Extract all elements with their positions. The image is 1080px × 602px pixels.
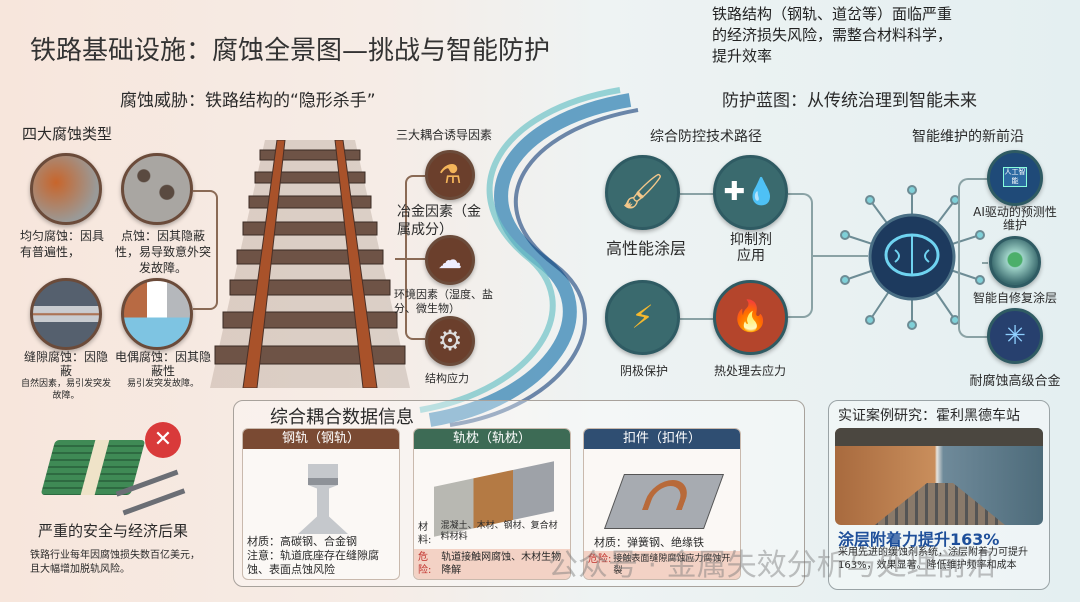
ai-chip-icon: 人工智能 bbox=[987, 150, 1043, 206]
right-subtitle: 防护蓝图：从传统治理到智能未来 bbox=[722, 91, 977, 111]
card-header: 钢轨（钢轨） bbox=[243, 429, 399, 449]
danger-label: 危险: bbox=[588, 554, 612, 565]
swirl-divider bbox=[419, 87, 639, 427]
gear-icon: ⚙ bbox=[425, 316, 475, 366]
type-label: 缝隙腐蚀：因隐蔽 自然因素，易引发突发故障。 bbox=[20, 350, 112, 402]
card-info: 材质：弹簧钢、绝缘铁 危险:接触表面缝隙腐蚀应力腐蚀开裂 bbox=[584, 534, 740, 579]
types-title: 四大腐蚀类型 bbox=[22, 125, 113, 143]
page-title: 铁路基础设施：腐蚀全景图—挑战与智能防护 bbox=[30, 36, 551, 66]
watermark: 公众号 · 金属失效分析与处理前沿 bbox=[548, 548, 997, 583]
connector bbox=[813, 255, 868, 257]
frontier-label: AI驱动的预测性维护 bbox=[973, 205, 1057, 232]
galvanic-corrosion-image bbox=[121, 278, 193, 350]
factor-label: 环境因素（湿度、盐分、微生物） bbox=[394, 288, 493, 315]
tech-title: 综合防控技术路径 bbox=[650, 129, 762, 145]
ai-chip-text: 人工智能 bbox=[1003, 167, 1027, 187]
type-label-sub: 自然因素，易引发突发故障。 bbox=[20, 379, 111, 401]
factors-title: 三大耦合诱导因素 bbox=[396, 128, 493, 142]
danger-label: 危险: bbox=[418, 552, 432, 576]
case-study-title: 实证案例研究：霍利黑德车站 bbox=[838, 408, 1020, 424]
connector bbox=[680, 318, 715, 320]
flask-icon: ⚗ bbox=[425, 150, 475, 200]
case-text: 采用先进的缓蚀剂系统，涂层附着力可提升163%，效果显著。降低维护频率和成本 bbox=[838, 547, 1028, 571]
pitting-corrosion-image bbox=[121, 153, 193, 225]
furnace-fire-icon: 🔥 bbox=[713, 280, 788, 355]
top-note-line: 提升效率 bbox=[712, 47, 773, 65]
danger-row: 危险: 轨道接触网腐蚀、木材生物降解 bbox=[414, 549, 570, 579]
tech-label: 阴极保护 bbox=[620, 364, 669, 378]
danger-text: 轨道接触网腐蚀、木材生物降解 bbox=[441, 552, 562, 576]
factor-label: 结构应力 bbox=[425, 372, 469, 385]
frontier-title: 智能维护的新前沿 bbox=[912, 129, 1024, 145]
rusty-rail-track-image bbox=[210, 140, 410, 388]
type-label: 均匀腐蚀：因具有普遍性， bbox=[20, 229, 105, 259]
consequence-title: 严重的安全与经济后果 bbox=[38, 522, 189, 540]
connector bbox=[958, 178, 988, 338]
connector bbox=[788, 193, 813, 318]
fastener-card: 扣件（扣件） 材质：弹簧钢、绝缘铁 危险:接触表面缝隙腐蚀应力腐蚀开裂 bbox=[583, 428, 741, 580]
card-info: 材质：高碳钢、合金钢 注意：轨道底座存在缝隙腐蚀、表面点蚀风险 bbox=[243, 533, 399, 579]
top-note: 铁路结构（钢轨、道岔等）面临严重 的经济损失风险，需整合材料科学， 提升效率 bbox=[712, 4, 952, 67]
type-label: 电偶腐蚀：因其隐蔽性 易引发突发故障。 bbox=[113, 350, 213, 390]
fastener-image bbox=[603, 474, 725, 529]
data-panel-title: 综合耦合数据信息 bbox=[270, 407, 414, 428]
money-band bbox=[80, 440, 110, 495]
tech-label: 高性能涂层 bbox=[606, 239, 687, 258]
connector bbox=[395, 258, 425, 260]
rain-cloud-icon: ☁ bbox=[425, 235, 475, 285]
consequence-text: 铁路行业每年因腐蚀损失数百亿美元，且大幅增加脱轨风险。 bbox=[30, 550, 200, 575]
frontier-label: 智能自修复涂层 bbox=[972, 291, 1057, 305]
type-label: 点蚀：因其隐蔽性，易导致意外突发故障。 bbox=[114, 229, 211, 275]
case-headline: 涂层附着力提升163% bbox=[838, 530, 1000, 549]
card-info: 材料: 混凝土、木材、钢材、复合材料材料 危险: 轨道接触网腐蚀、木材生物降解 bbox=[414, 519, 570, 579]
ai-brain-network-icon bbox=[840, 185, 985, 330]
connector bbox=[982, 262, 988, 264]
connector bbox=[193, 190, 218, 310]
sleeper-card: 轨枕（轨枕） 材料: 混凝土、木材、钢材、复合材料材料 危险: 轨道接触网腐蚀、木材… bbox=[413, 428, 571, 580]
crevice-corrosion-image bbox=[30, 278, 102, 350]
rail-image bbox=[298, 464, 348, 534]
inhibitor-bottle-icon: ✚💧 bbox=[713, 155, 788, 230]
material-text: 材质：高碳钢、合金钢 bbox=[247, 535, 357, 548]
material-label: 材料: bbox=[418, 522, 432, 546]
paint-brush-icon: 🖌 bbox=[605, 155, 680, 230]
top-note-line: 的经济损失风险，需整合材料科学， bbox=[712, 26, 953, 44]
card-header: 轨枕（轨枕） bbox=[414, 429, 570, 449]
top-note-line: 铁路结构（钢轨、道岔等）面临严重 bbox=[712, 5, 953, 23]
material-row: 材料: 混凝土、木材、钢材、复合材料材料 bbox=[414, 519, 570, 549]
note-text: 注意：轨道底座存在缝隙腐蚀、表面点蚀风险 bbox=[247, 549, 379, 576]
type-label-sub: 易引发突发故障。 bbox=[126, 379, 199, 389]
frontier-label: 耐腐蚀高级合金 bbox=[969, 374, 1061, 389]
tech-label: 抑制剂应用 bbox=[730, 232, 772, 264]
battery-lightning-icon: ⚡ bbox=[605, 280, 680, 355]
danger-row: 危险:接触表面缝隙腐蚀应力腐蚀开裂 bbox=[584, 551, 740, 579]
alloy-lattice-icon: ✳ bbox=[987, 308, 1043, 364]
self-healing-coating-icon bbox=[989, 236, 1041, 288]
left-subtitle: 腐蚀威胁：铁路结构的“隐形杀手” bbox=[120, 91, 376, 111]
connector bbox=[680, 193, 715, 195]
material-text: 混凝土、木材、钢材、复合材料材料 bbox=[440, 521, 558, 542]
material-text: 材质：弹簧钢、绝缘铁 bbox=[594, 536, 704, 549]
error-x-icon: ✕ bbox=[145, 422, 181, 458]
factor-label: 冶金因素（金属成分） bbox=[397, 204, 481, 238]
connector bbox=[405, 175, 425, 340]
danger-text: 接触表面缝隙腐蚀应力腐蚀开裂 bbox=[613, 554, 731, 576]
station-before-after-image bbox=[835, 428, 1043, 525]
card-header: 扣件（扣件） bbox=[584, 429, 740, 449]
rail-card: 钢轨（钢轨） 材质：高碳钢、合金钢 注意：轨道底座存在缝隙腐蚀、表面点蚀风险 bbox=[242, 428, 400, 580]
type-label-main: 电偶腐蚀：因其隐蔽性 bbox=[114, 350, 211, 378]
type-label-main: 缝隙腐蚀：因隐蔽 bbox=[23, 350, 108, 378]
uniform-corrosion-image bbox=[30, 153, 102, 225]
tech-label: 热处理去应力 bbox=[714, 364, 787, 378]
